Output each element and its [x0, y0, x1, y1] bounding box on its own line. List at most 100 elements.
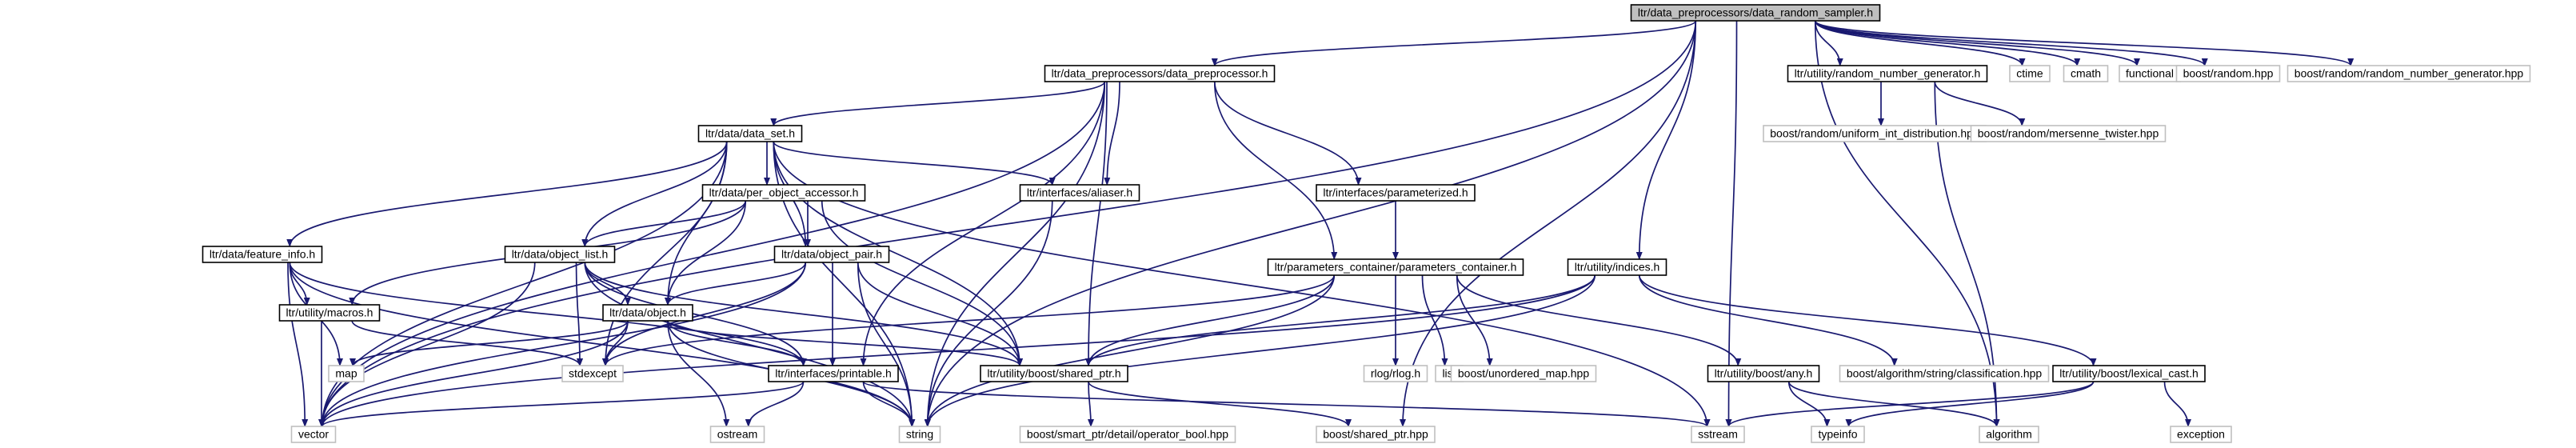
- graph-node-random-number-generator[interactable]: ltr/utility/random_number_generator.h: [1787, 65, 1988, 82]
- node-label: ctime: [2016, 67, 2043, 80]
- edge-object_pair-to-object: [665, 262, 807, 306]
- node-label: ltr/interfaces/printable.h: [775, 367, 892, 380]
- node-box: [202, 246, 323, 263]
- graph-node-object-list[interactable]: ltr/data/object_list.h: [504, 246, 616, 263]
- edge-root-to-algorithm: [1814, 20, 2000, 427]
- graph-node-algorithm: algorithm: [1979, 426, 2039, 443]
- node-label: ltr/utility/boost/shared_ptr.h: [987, 367, 1120, 380]
- node-label: boost/unordered_map.hpp: [1458, 367, 1589, 380]
- graph-node-rlog: rlog/rlog.h: [1363, 365, 1428, 382]
- node-label: ltr/parameters_container/parameters_cont…: [1275, 261, 1517, 274]
- graph-node-lexical-cast[interactable]: ltr/utility/boost/lexical_cast.h: [2052, 365, 2206, 382]
- edge-shared_ptr_h-to-operator_bool: [1087, 381, 1094, 427]
- node-box: [1707, 365, 1820, 382]
- node-box: [2052, 365, 2206, 382]
- graph-node-classification: boost/algorithm/string/classification.hp…: [1839, 365, 2050, 382]
- graph-node-vector: vector: [290, 426, 337, 443]
- node-label: ltr/data/data_set.h: [705, 127, 795, 140]
- edge-indices-to-lexical_cast: [1638, 274, 2097, 366]
- node-label: boost/shared_ptr.hpp: [1323, 428, 1428, 441]
- graph-node-per-object-accessor[interactable]: ltr/data/per_object_accessor.h: [701, 184, 866, 202]
- graph-node-printable[interactable]: ltr/interfaces/printable.h: [768, 365, 899, 382]
- graph-node-macros[interactable]: ltr/utility/macros.h: [278, 304, 381, 322]
- edge-object_list-to-stdexcept: [575, 262, 583, 366]
- edge-lexical_cast-to-sstream: [1725, 381, 2095, 427]
- graph-node-indices[interactable]: ltr/utility/indices.h: [1567, 258, 1667, 276]
- edge-data_preprocessor-to-data_set: [770, 81, 1106, 126]
- graph-node-any[interactable]: ltr/utility/boost/any.h: [1707, 365, 1820, 382]
- graph-node-parameterized[interactable]: ltr/interfaces/parameterized.h: [1316, 184, 1476, 202]
- edge-object-to-ostream: [667, 320, 730, 427]
- graph-node-feature-info[interactable]: ltr/data/feature_info.h: [202, 246, 323, 263]
- edge-object_list-to-printable: [584, 262, 807, 366]
- node-label: boost/random.hpp: [2183, 67, 2274, 80]
- node-box: [290, 426, 337, 443]
- edge-per_object_accessor-to-object_list: [581, 200, 747, 247]
- node-box: [1450, 365, 1597, 382]
- graph-node-root[interactable]: ltr/data_preprocessors/data_random_sampl…: [1630, 4, 1881, 22]
- graph-node-parameters-container[interactable]: ltr/parameters_container/parameters_cont…: [1267, 258, 1524, 276]
- edge-object-to-printable: [667, 320, 807, 366]
- edge-indices-to-string: [924, 274, 1596, 427]
- edge-printable-to-vector: [318, 381, 805, 427]
- node-label: functional: [2126, 67, 2174, 80]
- node-box: [980, 365, 1128, 382]
- node-label: ostream: [717, 428, 758, 441]
- edge-data_set-to-stdexcept: [602, 141, 728, 366]
- edge-root-to-boost_shared_ptr: [1400, 20, 1697, 427]
- node-label: boost/smart_ptr/detail/operator_bool.hpp: [1027, 428, 1228, 441]
- edge-object-to-map: [349, 320, 629, 366]
- edge-parameters_container-to-any: [1456, 274, 1742, 366]
- node-box: [1044, 65, 1276, 82]
- node-box: [773, 246, 890, 263]
- graph-node-object-pair[interactable]: ltr/data/object_pair.h: [773, 246, 890, 263]
- edge-data_preprocessor-to-printable: [860, 81, 1106, 366]
- node-box: [278, 304, 381, 322]
- node-box: [1316, 184, 1476, 202]
- node-label: ltr/interfaces/parameterized.h: [1323, 186, 1468, 199]
- edge-object_list-to-string: [584, 262, 916, 427]
- node-label: ltr/data/feature_info.h: [210, 248, 315, 261]
- edge-random_number_generator-to-mersenne: [1934, 81, 2026, 126]
- node-label: exception: [2177, 428, 2225, 441]
- graph-node-data-set[interactable]: ltr/data/data_set.h: [697, 125, 803, 142]
- edge-lexical_cast-to-exception: [2163, 381, 2191, 427]
- graph-node-aliaser[interactable]: ltr/interfaces/aliaser.h: [1019, 184, 1140, 202]
- edge-data_preprocessor-to-shared_ptr_h: [1085, 81, 1108, 366]
- graph-node-uniform-int: boost/random/uniform_int_distribution.hp…: [1763, 125, 1987, 142]
- node-box: [1979, 426, 2039, 443]
- node-box: [1267, 258, 1524, 276]
- graph-node-data-preprocessor[interactable]: ltr/data_preprocessors/data_preprocessor…: [1044, 65, 1276, 82]
- edge-data_set-to-feature_info: [286, 141, 728, 247]
- node-label: cmath: [2071, 67, 2101, 80]
- graph-node-object[interactable]: ltr/data/object.h: [602, 304, 693, 322]
- edge-printable-to-string: [862, 381, 916, 427]
- edge-data_preprocessor-to-parameters_container: [1213, 81, 1338, 260]
- node-box: [709, 426, 765, 443]
- edge-object_list-to-object: [584, 262, 631, 306]
- edge-root-to-vector: [318, 20, 1697, 427]
- graph-node-shared-ptr-h[interactable]: ltr/utility/boost/shared_ptr.h: [980, 365, 1128, 382]
- edge-root-to-ctime: [1814, 20, 2026, 66]
- node-box: [2009, 65, 2051, 82]
- graph-node-ctime: ctime: [2009, 65, 2051, 82]
- node-box: [1630, 4, 1881, 22]
- edge-root-to-string: [924, 20, 1697, 427]
- node-label: string: [906, 428, 933, 441]
- node-box: [504, 246, 616, 263]
- edge-root-to-functional: [1814, 20, 2140, 66]
- edge-root-to-boost_rng: [1814, 20, 2354, 66]
- edge-shared_ptr_h-to-boost_shared_ptr: [1088, 381, 1352, 427]
- edge-printable-to-ostream: [745, 381, 805, 427]
- graph-node-cmath: cmath: [2063, 65, 2109, 82]
- graph-node-stdexcept: stdexcept: [561, 365, 624, 382]
- node-label: boost/random/mersenne_twister.hpp: [1978, 127, 2159, 140]
- node-box: [1363, 365, 1428, 382]
- node-label: ltr/data_preprocessors/data_preprocessor…: [1052, 67, 1268, 80]
- graph-node-boost-rng: boost/random/random_number_generator.hpp: [2286, 65, 2531, 82]
- graph-node-boost-shared-ptr: boost/shared_ptr.hpp: [1316, 426, 1436, 443]
- node-label: typeinfo: [1818, 428, 1857, 441]
- edge-root-to-boost_random: [1814, 20, 2208, 66]
- node-label: ltr/data_preprocessors/data_random_sampl…: [1638, 6, 1873, 19]
- edge-data_set-to-aliaser: [773, 141, 1056, 186]
